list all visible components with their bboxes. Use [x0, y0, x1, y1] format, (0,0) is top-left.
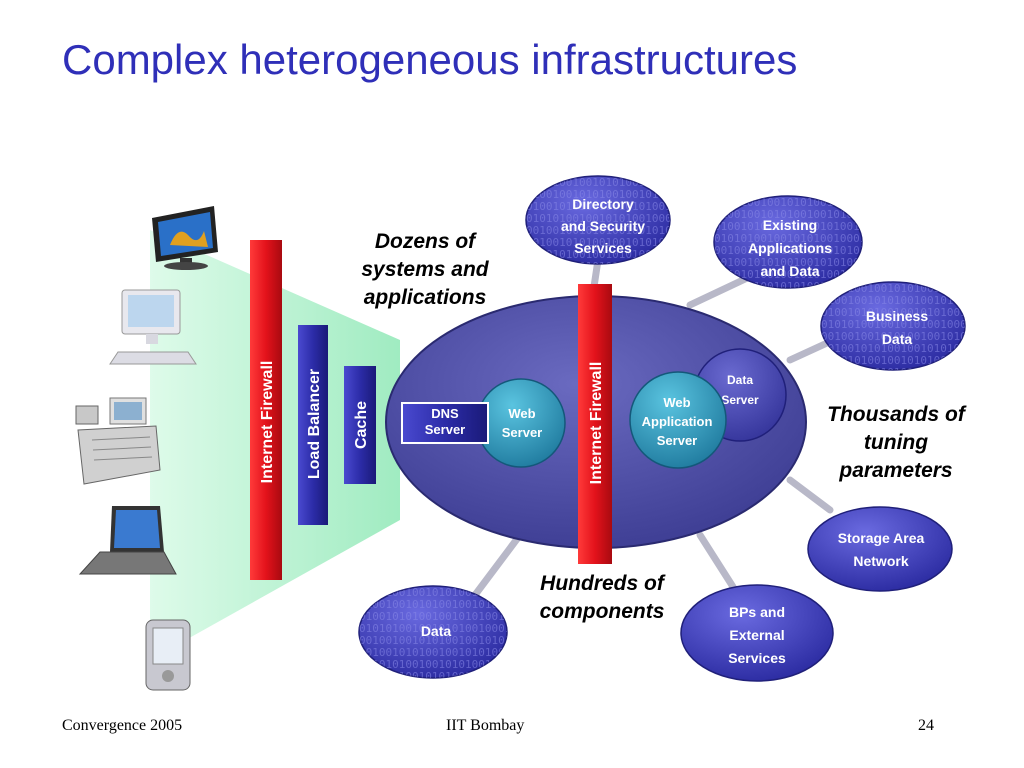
label-line: Data	[882, 331, 913, 347]
label-line: Directory	[572, 196, 634, 212]
footer-left: Convergence 2005	[62, 717, 183, 734]
laptop-icon	[78, 506, 177, 575]
cash-register-icon	[75, 397, 161, 485]
label-line: Business	[866, 308, 928, 324]
monitor-icon	[152, 206, 218, 270]
firewall-center-bar: Internet Firewall	[578, 284, 612, 564]
label-line: Server	[721, 393, 759, 407]
label-line: Services	[728, 650, 786, 666]
binary-texture: 0100100100101010010010101001000111001010…	[714, 196, 1024, 293]
footer-page-number: 24	[918, 717, 934, 734]
label-line: Data	[421, 623, 452, 639]
pda-icon	[145, 619, 191, 691]
annotation-line: tuning	[863, 431, 929, 454]
label-line: Storage Area	[838, 530, 925, 546]
label-line: Server	[425, 422, 465, 437]
annotation-line: components	[539, 600, 665, 623]
annotation-line: parameters	[839, 459, 953, 482]
satellite-business: 0100100100101010010010101001000111001010…	[820, 281, 1024, 379]
label-line: Data	[727, 373, 753, 387]
label-line: Services	[574, 240, 632, 256]
page-title: Complex heterogeneous infrastructures	[62, 36, 798, 83]
desktop-computer-icon	[109, 289, 197, 365]
annotation-line: systems and	[361, 258, 489, 281]
label-line: Web	[508, 406, 535, 421]
label-line: Existing	[763, 217, 817, 233]
firewall-left-label: Internet Firewall	[259, 361, 276, 484]
annotation-line: Hundreds of	[540, 572, 664, 595]
label-line: Applications	[748, 240, 832, 256]
label-line: Network	[853, 553, 908, 569]
cache-bar: Cache	[344, 366, 376, 484]
load-balancer-label: Load Balancer	[306, 369, 323, 479]
label-line: Server	[657, 433, 697, 448]
label-line: BPs and	[729, 604, 785, 620]
label-line: External	[729, 627, 784, 643]
load-balancer-bar: Load Balancer	[298, 325, 328, 525]
firewall-left-bar: Internet Firewall	[250, 240, 282, 580]
annotation-line: Thousands of	[827, 403, 965, 426]
annotation-line: applications	[363, 286, 487, 309]
cache-label: Cache	[353, 401, 370, 449]
annotation-line: Dozens of	[374, 230, 476, 253]
label-line: and Data	[760, 263, 819, 279]
annotation-components: Hundreds of components	[516, 570, 688, 626]
annotation-parameters: Thousands of tuning parameters	[808, 401, 984, 485]
label-line: and Security	[561, 218, 645, 234]
label-line: DNS	[431, 406, 459, 421]
firewall-center-label: Internet Firewall	[588, 362, 605, 485]
binary-texture: 0100100100101010010010101001000111001010…	[821, 282, 1024, 379]
satellite-existing: 0100100100101010010010101001000111001010…	[713, 195, 1024, 293]
label-line: Server	[502, 425, 542, 440]
annotation-systems: Dozens of systems and applications	[340, 228, 510, 312]
footer-center: IIT Bombay	[446, 717, 525, 734]
satellite-data-label: Data	[421, 623, 452, 639]
label-line: Application	[642, 414, 713, 429]
label-line: Web	[663, 395, 690, 410]
